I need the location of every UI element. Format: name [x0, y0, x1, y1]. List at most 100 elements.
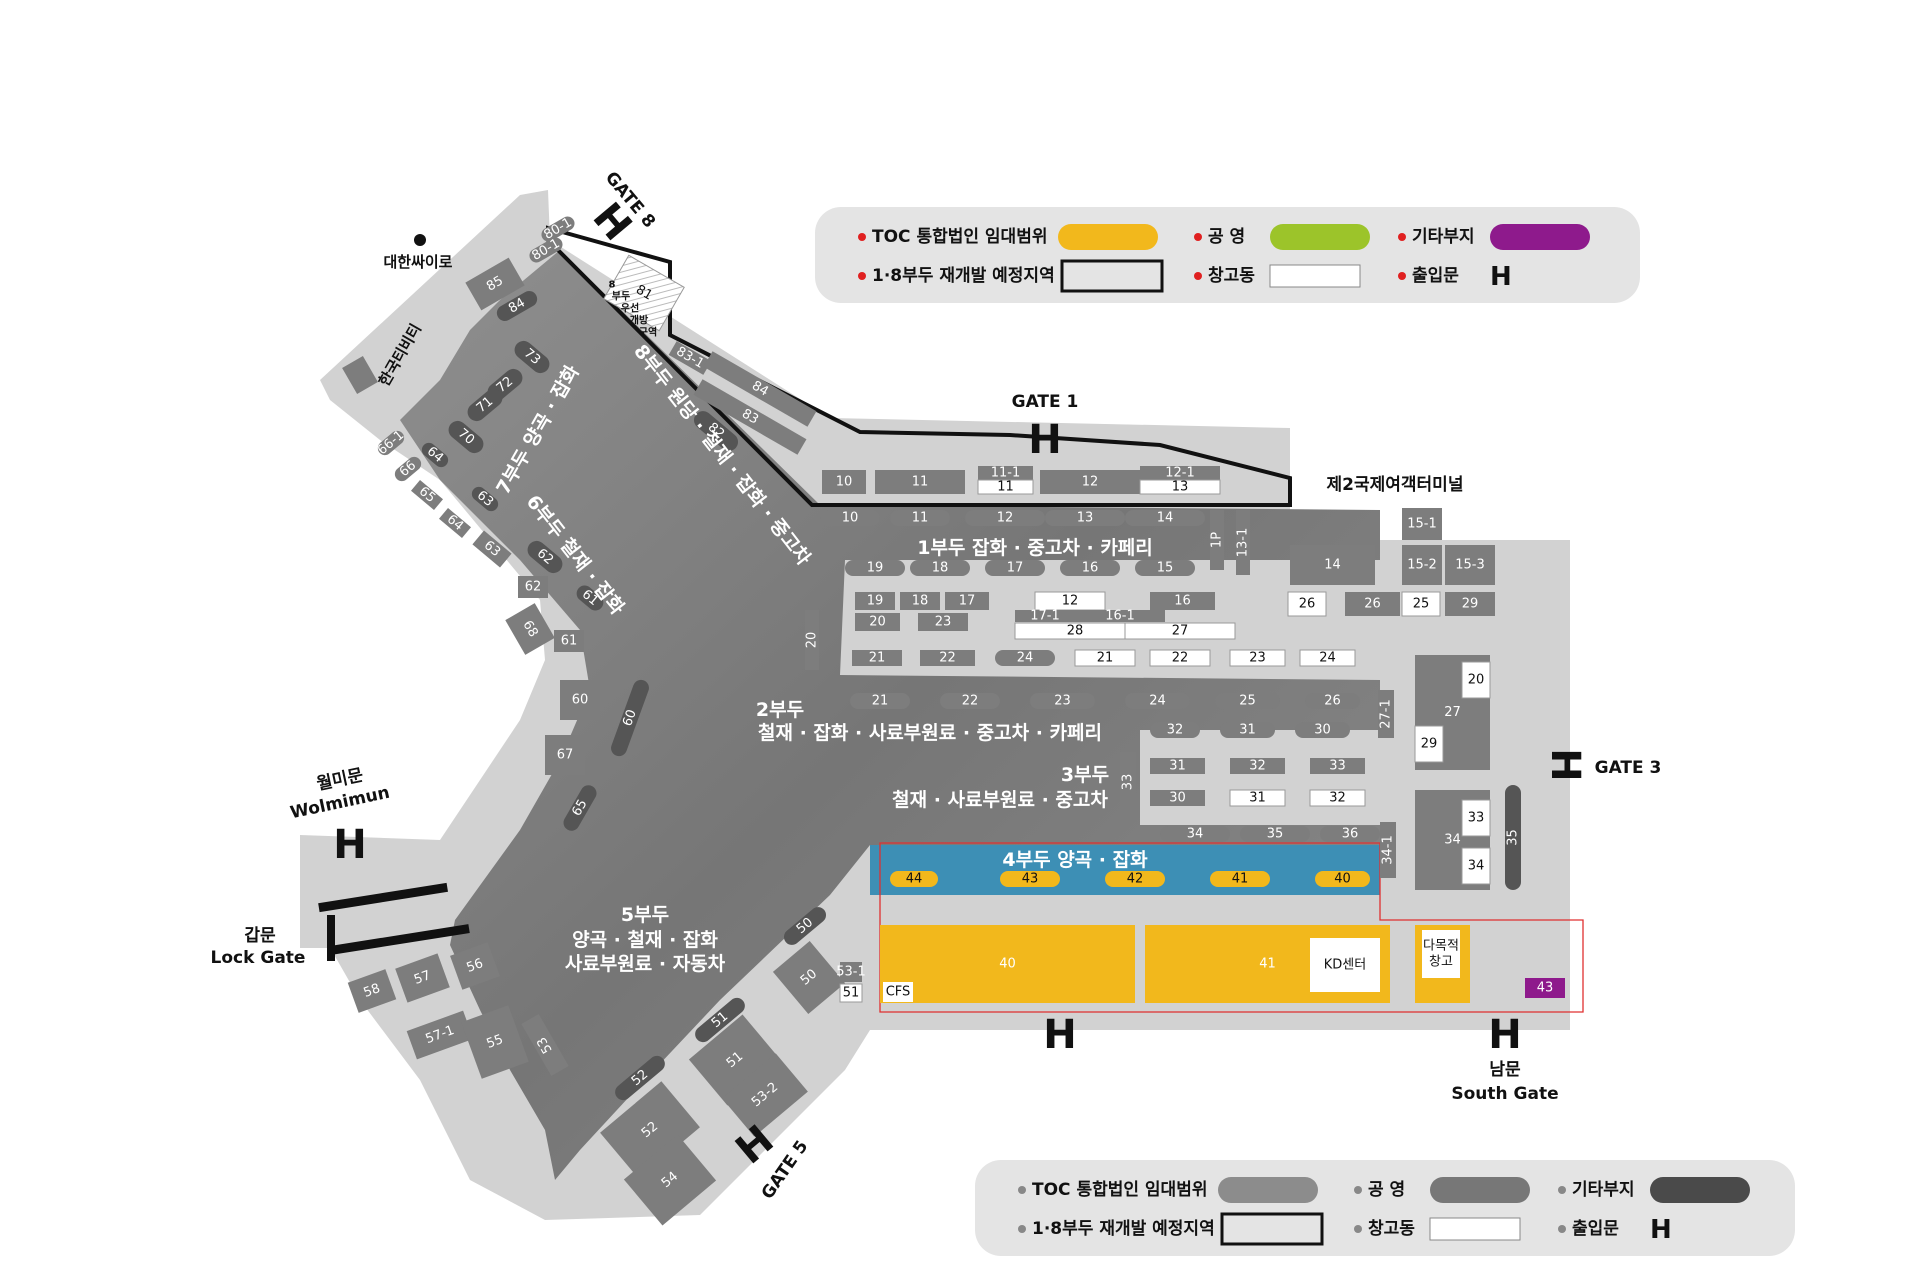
berth-shape: [1045, 510, 1125, 526]
berth-v24: 24: [995, 650, 1055, 666]
berth-t14: 14: [1290, 545, 1375, 585]
berth-shape: [1461, 847, 1491, 885]
berth-shape: [890, 510, 950, 526]
legend-bottom-other-label: 기타부지: [1572, 1180, 1635, 1200]
berth-b67: 67: [545, 735, 585, 775]
berth-shape: [693, 379, 807, 455]
berth-b84a: 84: [496, 291, 538, 321]
berth-label: 24: [1319, 651, 1336, 666]
berth-shape: [920, 650, 975, 666]
berth-label: 21: [872, 694, 889, 709]
berth-shape: [1015, 610, 1075, 622]
berth-label: 51: [843, 986, 860, 1001]
berth-shape: [1461, 799, 1491, 837]
berth-shape: [1402, 545, 1442, 585]
berth-shape: [965, 510, 1045, 526]
zone-pier5-title: 5부두: [621, 904, 669, 926]
berth-w18: 18: [900, 592, 940, 610]
berth-shape: [1160, 826, 1230, 842]
berth-label: 19: [867, 594, 884, 609]
water: [400, 250, 1380, 1180]
berth-shape: [850, 693, 910, 709]
berth-label: 27: [1172, 624, 1189, 639]
zone-pier3-title: 3부두: [1061, 764, 1109, 786]
berth-label: 28: [1067, 624, 1084, 639]
berth-w23: 23: [918, 613, 968, 631]
berth-q31: 31: [1220, 722, 1275, 738]
berth-shape: [918, 613, 968, 631]
berth-shape: [450, 942, 500, 990]
berth-label: 61: [561, 634, 578, 649]
berth-s32: 32: [1230, 758, 1285, 774]
berth-shape: [1000, 871, 1060, 887]
berth-label: 27-1: [1379, 699, 1394, 729]
berth-label: 20: [805, 632, 820, 649]
berth-shape: [1229, 649, 1286, 667]
berth-w16: 16: [1150, 592, 1215, 610]
legend-top-public-label: 공 영: [1208, 227, 1245, 247]
berth-b81: 81: [603, 254, 685, 332]
berth-shape: [521, 1014, 569, 1076]
berth-shape: [394, 456, 422, 482]
berth-label: 10: [836, 475, 853, 490]
berth-shape: [1402, 508, 1442, 540]
zone8-small-text: 부두: [612, 291, 630, 303]
south-en: South Gate: [1451, 1084, 1558, 1104]
berth-q21: 21: [850, 693, 910, 709]
berth-label: 85: [484, 273, 506, 294]
berth-b11: 11: [875, 470, 965, 494]
berth-g51w: 51: [839, 983, 863, 1003]
berth-label: 34: [1444, 833, 1461, 848]
berth-label: 53: [534, 1034, 555, 1056]
berth-r18: 18: [910, 560, 970, 576]
berth-shape: [448, 420, 484, 454]
berth-g58: 58: [347, 969, 397, 1013]
berth-label: 44: [906, 872, 923, 887]
berth-shape: [1220, 722, 1275, 738]
berth-label: 26: [1324, 694, 1341, 709]
berth-shape: [1210, 871, 1270, 887]
gate1-icon: H: [1028, 417, 1061, 463]
berth-label: 29: [1462, 597, 1479, 612]
berth-label: 13-1: [1236, 528, 1251, 558]
berth-shape: [496, 291, 538, 321]
daehan-marker: [414, 234, 426, 246]
berth-shape: [703, 351, 817, 427]
berth-b73: 73: [514, 340, 550, 374]
berth-w12: 12: [1034, 591, 1106, 611]
berth-b11w: 11: [977, 479, 1034, 495]
place-terminal2: 제2국제여객터미널: [1327, 475, 1464, 495]
berth-v21w: 21: [1074, 649, 1136, 667]
berth-shape: [576, 585, 604, 611]
berth-b33v: 33: [1120, 752, 1136, 812]
berth-label: 53-1: [836, 965, 866, 980]
label-box-bg: [1422, 930, 1460, 978]
legend-top-redevelop-label: 1·8부두 재개발 예정지역: [872, 266, 1055, 286]
berth-shape: [845, 560, 905, 576]
legend-top-toc-swatch: [1058, 224, 1158, 250]
berth-label: 84: [506, 295, 528, 316]
berth-b62a: 62: [527, 540, 563, 574]
berth-b12: 12: [1040, 470, 1140, 494]
berth-label: 23: [1249, 651, 1266, 666]
berth-r14: 14: [1125, 510, 1205, 526]
berth-r17: 17: [985, 560, 1045, 576]
berth-shape: [880, 925, 1135, 1003]
berth-shape: [940, 693, 1000, 709]
berth-b82: 82: [693, 411, 739, 451]
berth-shape: [1309, 789, 1366, 807]
legend-top-gate-label: 출입문: [1412, 266, 1459, 286]
berth-label: 23: [1054, 694, 1071, 709]
berth-b84: 84: [703, 351, 817, 427]
lock-gate-post: [327, 915, 335, 961]
berth-shape: [603, 254, 685, 332]
berth-label: 16: [1082, 561, 1099, 576]
berth-label: 16: [1174, 594, 1191, 609]
berth-label: 15-3: [1455, 558, 1485, 573]
berth-label: 21: [869, 651, 886, 666]
berth-shape: [471, 486, 499, 512]
berth-b70: 70: [448, 420, 484, 454]
berth-shape: [772, 941, 846, 1014]
berth-g57: 57: [395, 953, 450, 1003]
berth-g53-2: 53-2: [722, 1053, 808, 1137]
